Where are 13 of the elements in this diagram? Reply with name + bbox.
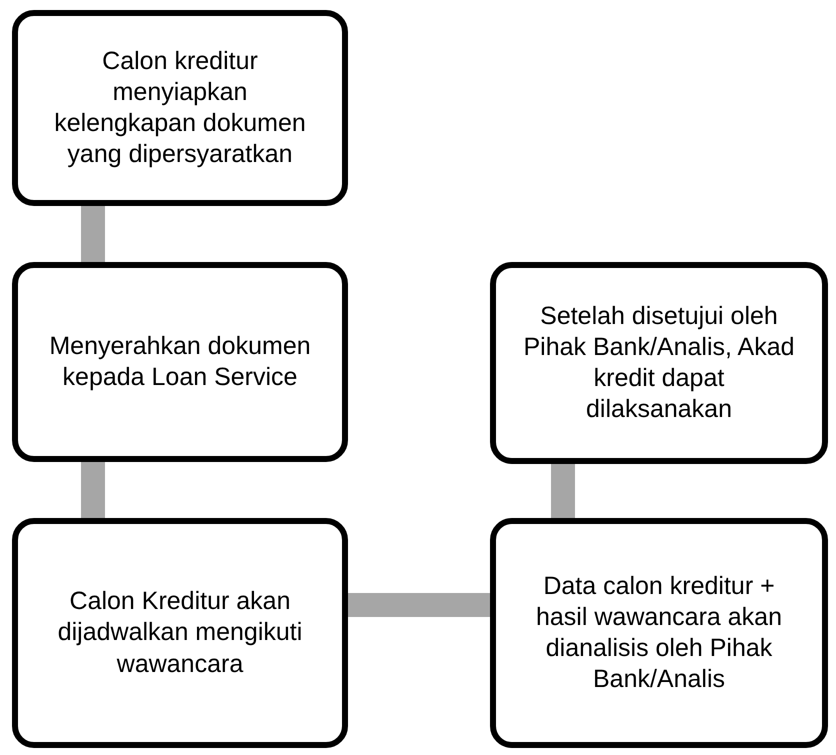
- step-text: Menyerahkan dokumen kepada Loan Service: [48, 330, 312, 393]
- step-text: Calon kreditur menyiapkan kelengkapan dokumen yang dipersyaratkan: [53, 46, 307, 170]
- process-box: [12, 10, 348, 206]
- process-box: [12, 262, 348, 462]
- connector-bar: [81, 459, 105, 521]
- connector-bar: [551, 461, 575, 521]
- process-box: [490, 518, 828, 748]
- step-text: Data calon kreditur + hasil wawancara akan dianalisis oleh Pihak Bank/Analis: [535, 570, 783, 696]
- step-text: Calon Kreditur akan dijadwalkan mengikuti wawancara: [56, 586, 304, 680]
- process-box: [490, 262, 828, 464]
- connector-bar: [81, 203, 105, 265]
- process-box: [12, 518, 348, 748]
- step-text: Setelah disetujui oleh Pihak Bank/Analis, Akad kredit dapat dilaksanakan: [522, 300, 796, 426]
